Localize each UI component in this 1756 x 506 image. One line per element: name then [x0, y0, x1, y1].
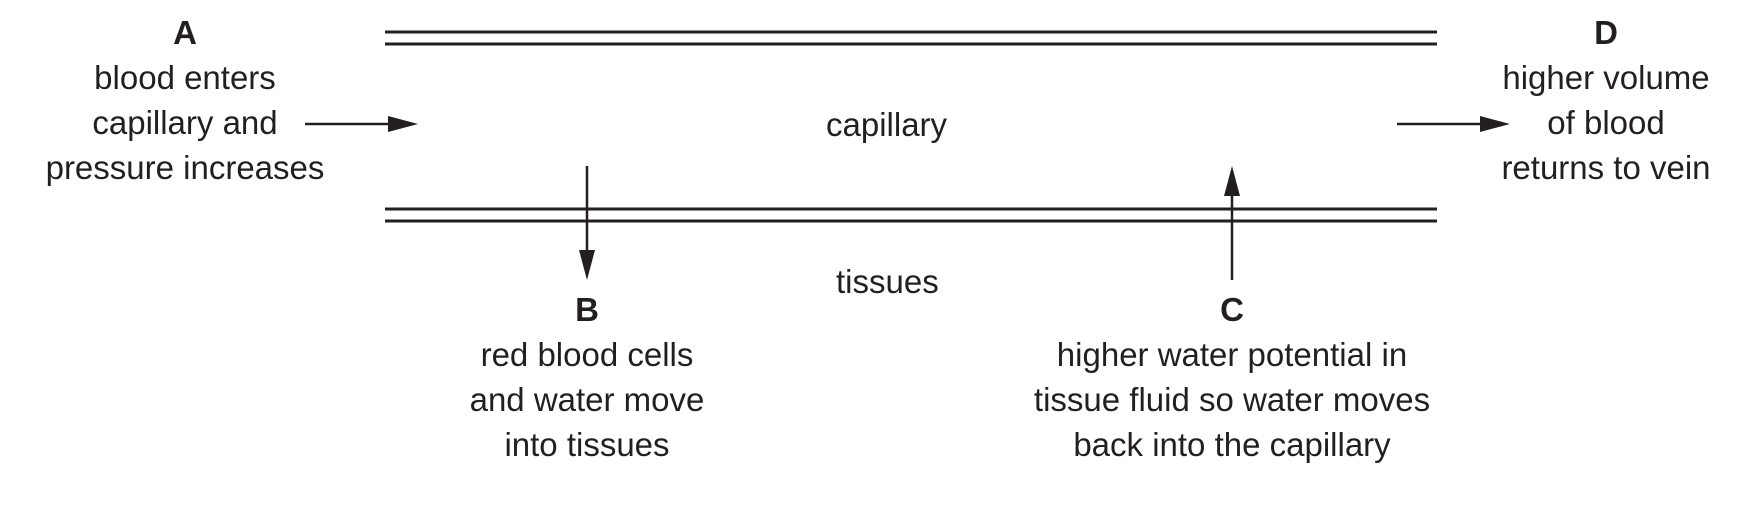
stage-c-text-line: back into the capillary: [1073, 426, 1391, 463]
stage-a-text-line: capillary and: [92, 104, 278, 141]
tissues-region-label: tissues: [836, 263, 939, 300]
stage-d-text-line: of blood: [1547, 104, 1665, 141]
capillary-upper-wall: [385, 30, 1437, 46]
stage-b-text-line: into tissues: [504, 426, 670, 463]
stage-b-label: B red blood cells and water move into ti…: [427, 287, 747, 467]
arrow-a-blood-entering: [305, 116, 418, 132]
stage-a-text-line: blood enters: [94, 59, 276, 96]
stage-c-letter: C: [1220, 291, 1244, 328]
stage-a-letter: A: [173, 14, 197, 51]
capillary-region-label: capillary: [826, 106, 948, 143]
stage-d-text-line: returns to vein: [1501, 149, 1711, 186]
stage-c-text-line: tissue fluid so water moves: [1033, 381, 1431, 418]
stage-a-text-line: pressure increases: [45, 149, 325, 186]
arrow-d-to-vein: [1397, 116, 1510, 132]
arrow-b-to-tissues: [579, 166, 595, 280]
arrow-c-to-capillary: [1224, 166, 1240, 280]
capillary-lower-wall: [385, 207, 1437, 223]
stage-c-label: C higher water potential in tissue fluid…: [982, 287, 1482, 467]
stage-d-label: D higher volume of blood returns to vein: [1476, 10, 1736, 190]
stage-d-text-line: higher volume: [1502, 59, 1710, 96]
stage-c-text-line: higher water potential in: [1056, 336, 1408, 373]
stage-b-text-line: and water move: [469, 381, 705, 418]
stage-d-letter: D: [1594, 14, 1618, 51]
stage-a-label: A blood enters capillary and pressure in…: [0, 10, 370, 190]
stage-b-letter: B: [575, 291, 599, 328]
stage-b-text-line: red blood cells: [480, 336, 694, 373]
